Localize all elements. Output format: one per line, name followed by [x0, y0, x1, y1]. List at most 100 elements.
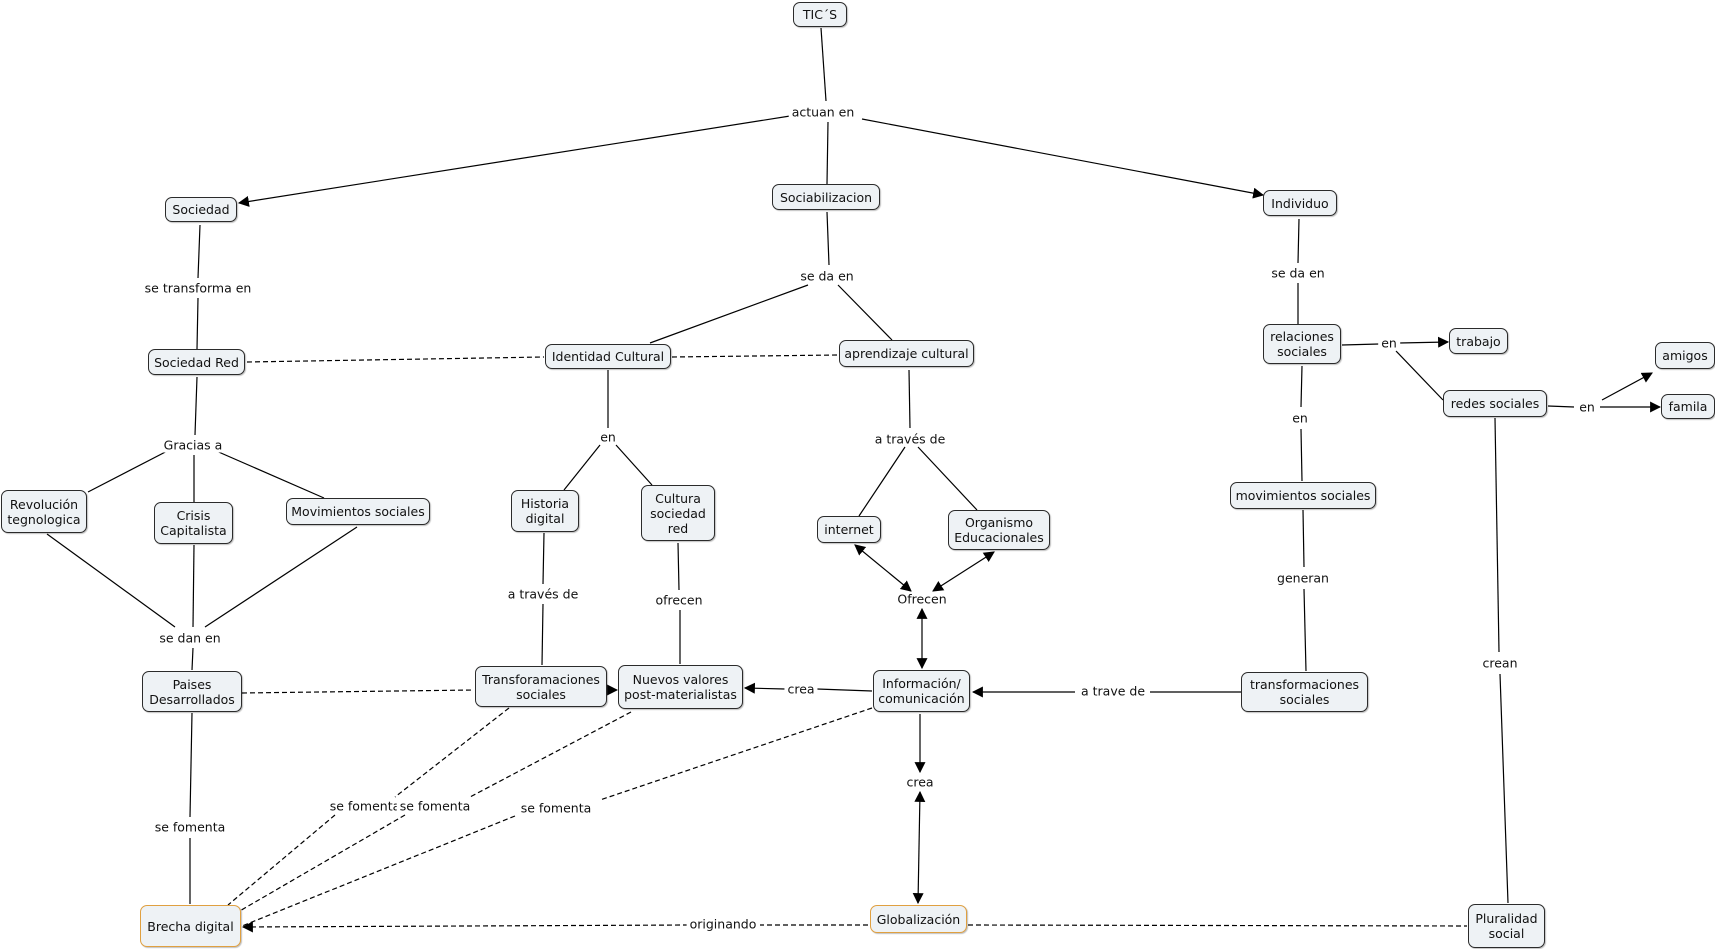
connector-line: [194, 376, 198, 436]
connector-line: [197, 224, 201, 279]
link-se-fomenta-transforamaciones: se fomenta: [326, 798, 404, 814]
node-globalizacion[interactable]: Globalización: [870, 905, 967, 933]
connector-line: [246, 356, 545, 363]
link-generan: generan: [1274, 570, 1332, 586]
node-relaciones-sociales[interactable]: relaciones sociales: [1263, 324, 1341, 364]
connector-line: [563, 444, 601, 491]
connector-line: [46, 533, 176, 628]
connector-line: [196, 297, 199, 350]
link-se-dan-en: se dan en: [156, 630, 224, 646]
link-se-fomenta-informacion: se fomenta: [517, 800, 595, 816]
node-redes-sociales[interactable]: redes sociales: [1443, 390, 1547, 417]
connector-line: [820, 27, 827, 102]
connector-line: [237, 115, 791, 207]
link-crea-informacion: crea: [784, 681, 818, 697]
connector-line: [826, 211, 830, 266]
connector-line: [1303, 588, 1307, 672]
node-sociabilizacion[interactable]: Sociabilizacion: [772, 184, 880, 210]
node-individuo[interactable]: Individuo: [1263, 190, 1337, 216]
connector-line: [932, 551, 995, 592]
link-actuan-en: actuan en: [788, 104, 858, 120]
connector-line: [649, 284, 809, 344]
link-se-da-en-individuo: se da en: [1268, 265, 1328, 281]
link-se-fomenta-paises: se fomenta: [151, 819, 229, 835]
connector-line: [671, 354, 839, 358]
connector-line: [1499, 673, 1509, 904]
connector-line: [816, 688, 873, 692]
node-sociedad-red[interactable]: Sociedad Red: [148, 349, 245, 375]
node-aprendizaje-cultural[interactable]: aprendizaje cultural: [839, 340, 974, 367]
link-se-transforma-en: se transforma en: [141, 280, 255, 296]
connector-line: [394, 707, 510, 798]
connector-line: [1547, 405, 1575, 408]
connector-line: [1494, 417, 1500, 653]
node-transforamaciones-sociales[interactable]: Transforamaciones sociales: [475, 666, 607, 707]
connector-line: [192, 544, 195, 628]
node-sociedad[interactable]: Sociedad: [165, 197, 237, 222]
connector-line: [858, 446, 906, 517]
connector-line: [542, 532, 545, 585]
node-movimientos-sociales-right[interactable]: movimientos sociales: [1230, 482, 1376, 509]
node-internet[interactable]: internet: [817, 516, 881, 543]
connector-line: [1300, 428, 1303, 482]
node-amigos[interactable]: amigos: [1655, 342, 1715, 369]
link-se-fomenta-nuevos-valores: se fomenta: [396, 798, 474, 814]
connector-line: [227, 814, 336, 906]
node-cultura-sociedad-red[interactable]: Cultura sociedad red: [641, 485, 715, 541]
connector-line: [908, 369, 911, 429]
connector-line: [241, 689, 475, 694]
node-identidad-cultural[interactable]: Identidad Cultural: [545, 344, 671, 369]
node-movimientos-sociales-left[interactable]: Movimientos sociales: [286, 498, 430, 525]
link-en-redes: en: [1576, 399, 1598, 415]
connector-line: [241, 921, 689, 933]
connector-line: [615, 444, 653, 486]
node-pluralidad-social[interactable]: Pluralidad social: [1468, 904, 1545, 948]
link-crea-globalizacion: crea: [903, 774, 937, 790]
link-ofrecen-hub: Ofrecen: [894, 591, 950, 607]
connector-line: [213, 449, 325, 499]
node-transformaciones-sociales-right[interactable]: transformaciones sociales: [1241, 672, 1368, 712]
connector-line: [1297, 218, 1300, 264]
link-originando: originando: [686, 916, 760, 932]
link-en-identidad: en: [597, 429, 619, 445]
connector-line: [87, 445, 178, 493]
connector-line: [1395, 350, 1444, 401]
link-crean: crean: [1479, 655, 1521, 671]
connector-line: [1398, 336, 1450, 348]
link-a-traves-de-historia: a través de: [504, 586, 582, 602]
node-brecha-digital[interactable]: Brecha digital: [140, 905, 241, 947]
connector-line: [189, 712, 193, 818]
node-historia-digital[interactable]: Historia digital: [511, 490, 579, 532]
connector-line: [826, 121, 829, 185]
connector-line: [237, 814, 406, 913]
connector-line: [191, 647, 194, 671]
node-famila[interactable]: famila: [1661, 394, 1715, 419]
connector-line: [912, 790, 926, 905]
connector-line: [599, 707, 873, 801]
connector-line: [541, 603, 544, 666]
node-tics[interactable]: TIC´S: [793, 2, 847, 27]
connector-line: [1302, 509, 1305, 568]
node-crisis-capitalista[interactable]: Crisis Capitalista: [154, 502, 233, 544]
connector-line: [967, 924, 1468, 927]
node-revolucion-tecnologica[interactable]: Revolución tegnologica: [1, 490, 87, 533]
node-informacion-comunicacion[interactable]: Información/ comunicación: [873, 670, 970, 712]
connector-line: [677, 542, 680, 591]
node-paises-desarrollados[interactable]: Paises Desarrollados: [142, 671, 242, 712]
node-organismo-educacionales[interactable]: Organismo Educacionales: [948, 510, 1050, 550]
node-nuevos-valores[interactable]: Nuevos valores post-materialistas: [618, 665, 743, 709]
connector-line: [204, 526, 358, 628]
connector-line: [854, 544, 912, 592]
node-trabajo[interactable]: trabajo: [1449, 328, 1508, 354]
connector-line: [1341, 343, 1380, 346]
link-gracias-a: Gracias a: [160, 437, 226, 453]
link-a-trave-de: a trave de: [1077, 683, 1149, 699]
connector-line: [1601, 372, 1653, 401]
link-ofrecen-cultura: ofrecen: [652, 592, 706, 608]
link-se-da-en-sociabilizacion: se da en: [797, 268, 857, 284]
connector-line: [469, 711, 632, 798]
link-en-relaciones: en: [1378, 335, 1400, 351]
connector-line: [743, 682, 786, 694]
